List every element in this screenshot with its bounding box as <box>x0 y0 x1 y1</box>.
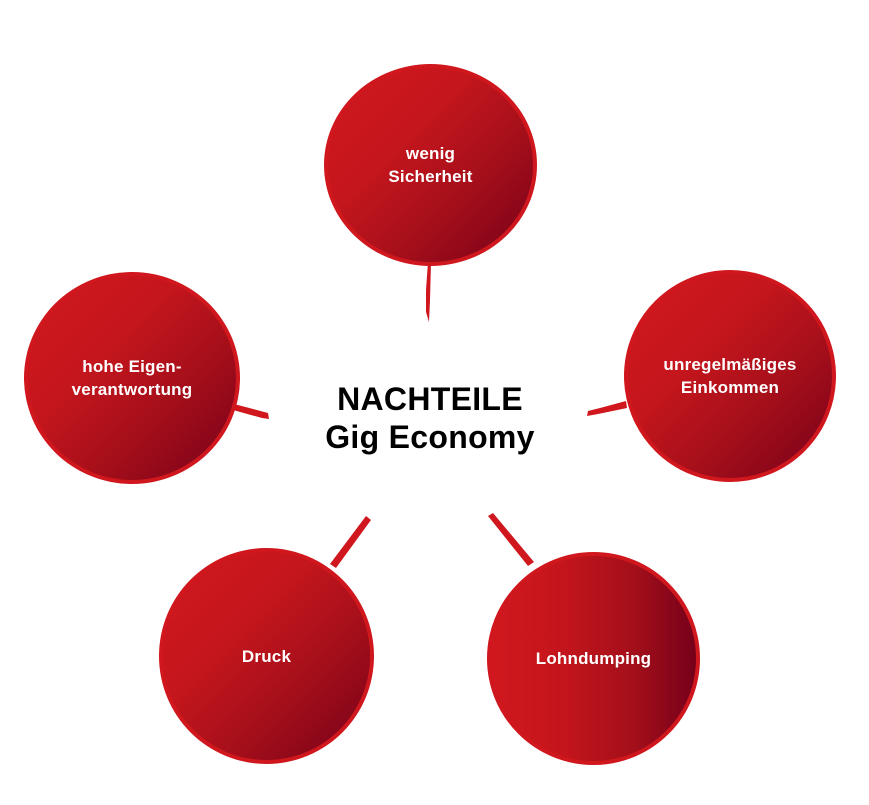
bubble-druck: Druck <box>159 548 374 764</box>
bubble-label: hohe Eigen- verantwortung <box>71 357 193 399</box>
bubble-unregelmaessiges-einkommen: unregelmäßiges Einkommen <box>624 270 836 482</box>
connector-left <box>233 404 269 419</box>
connector-bottom-right <box>488 513 534 566</box>
bubble-lohndumping: Lohndumping <box>487 552 700 765</box>
connector-top <box>426 262 431 322</box>
bubble-wenig-sicherheit: wenig Sicherheit <box>324 64 537 266</box>
connector-bottom-left <box>330 516 371 568</box>
title-line-2: Gig Economy <box>325 419 535 455</box>
bubble-label: Druck <box>241 646 292 666</box>
bubble-label: wenig Sicherheit <box>388 144 473 186</box>
diagram-title: NACHTEILE Gig Economy <box>280 380 580 456</box>
connector-right <box>587 401 627 416</box>
title-line-1: NACHTEILE <box>337 381 523 417</box>
bubble-hohe-eigenverantwortung: hohe Eigen- verantwortung <box>24 272 240 484</box>
bubble-label: Lohndumping <box>535 649 652 668</box>
bubble-label: unregelmäßiges Einkommen <box>663 355 797 397</box>
